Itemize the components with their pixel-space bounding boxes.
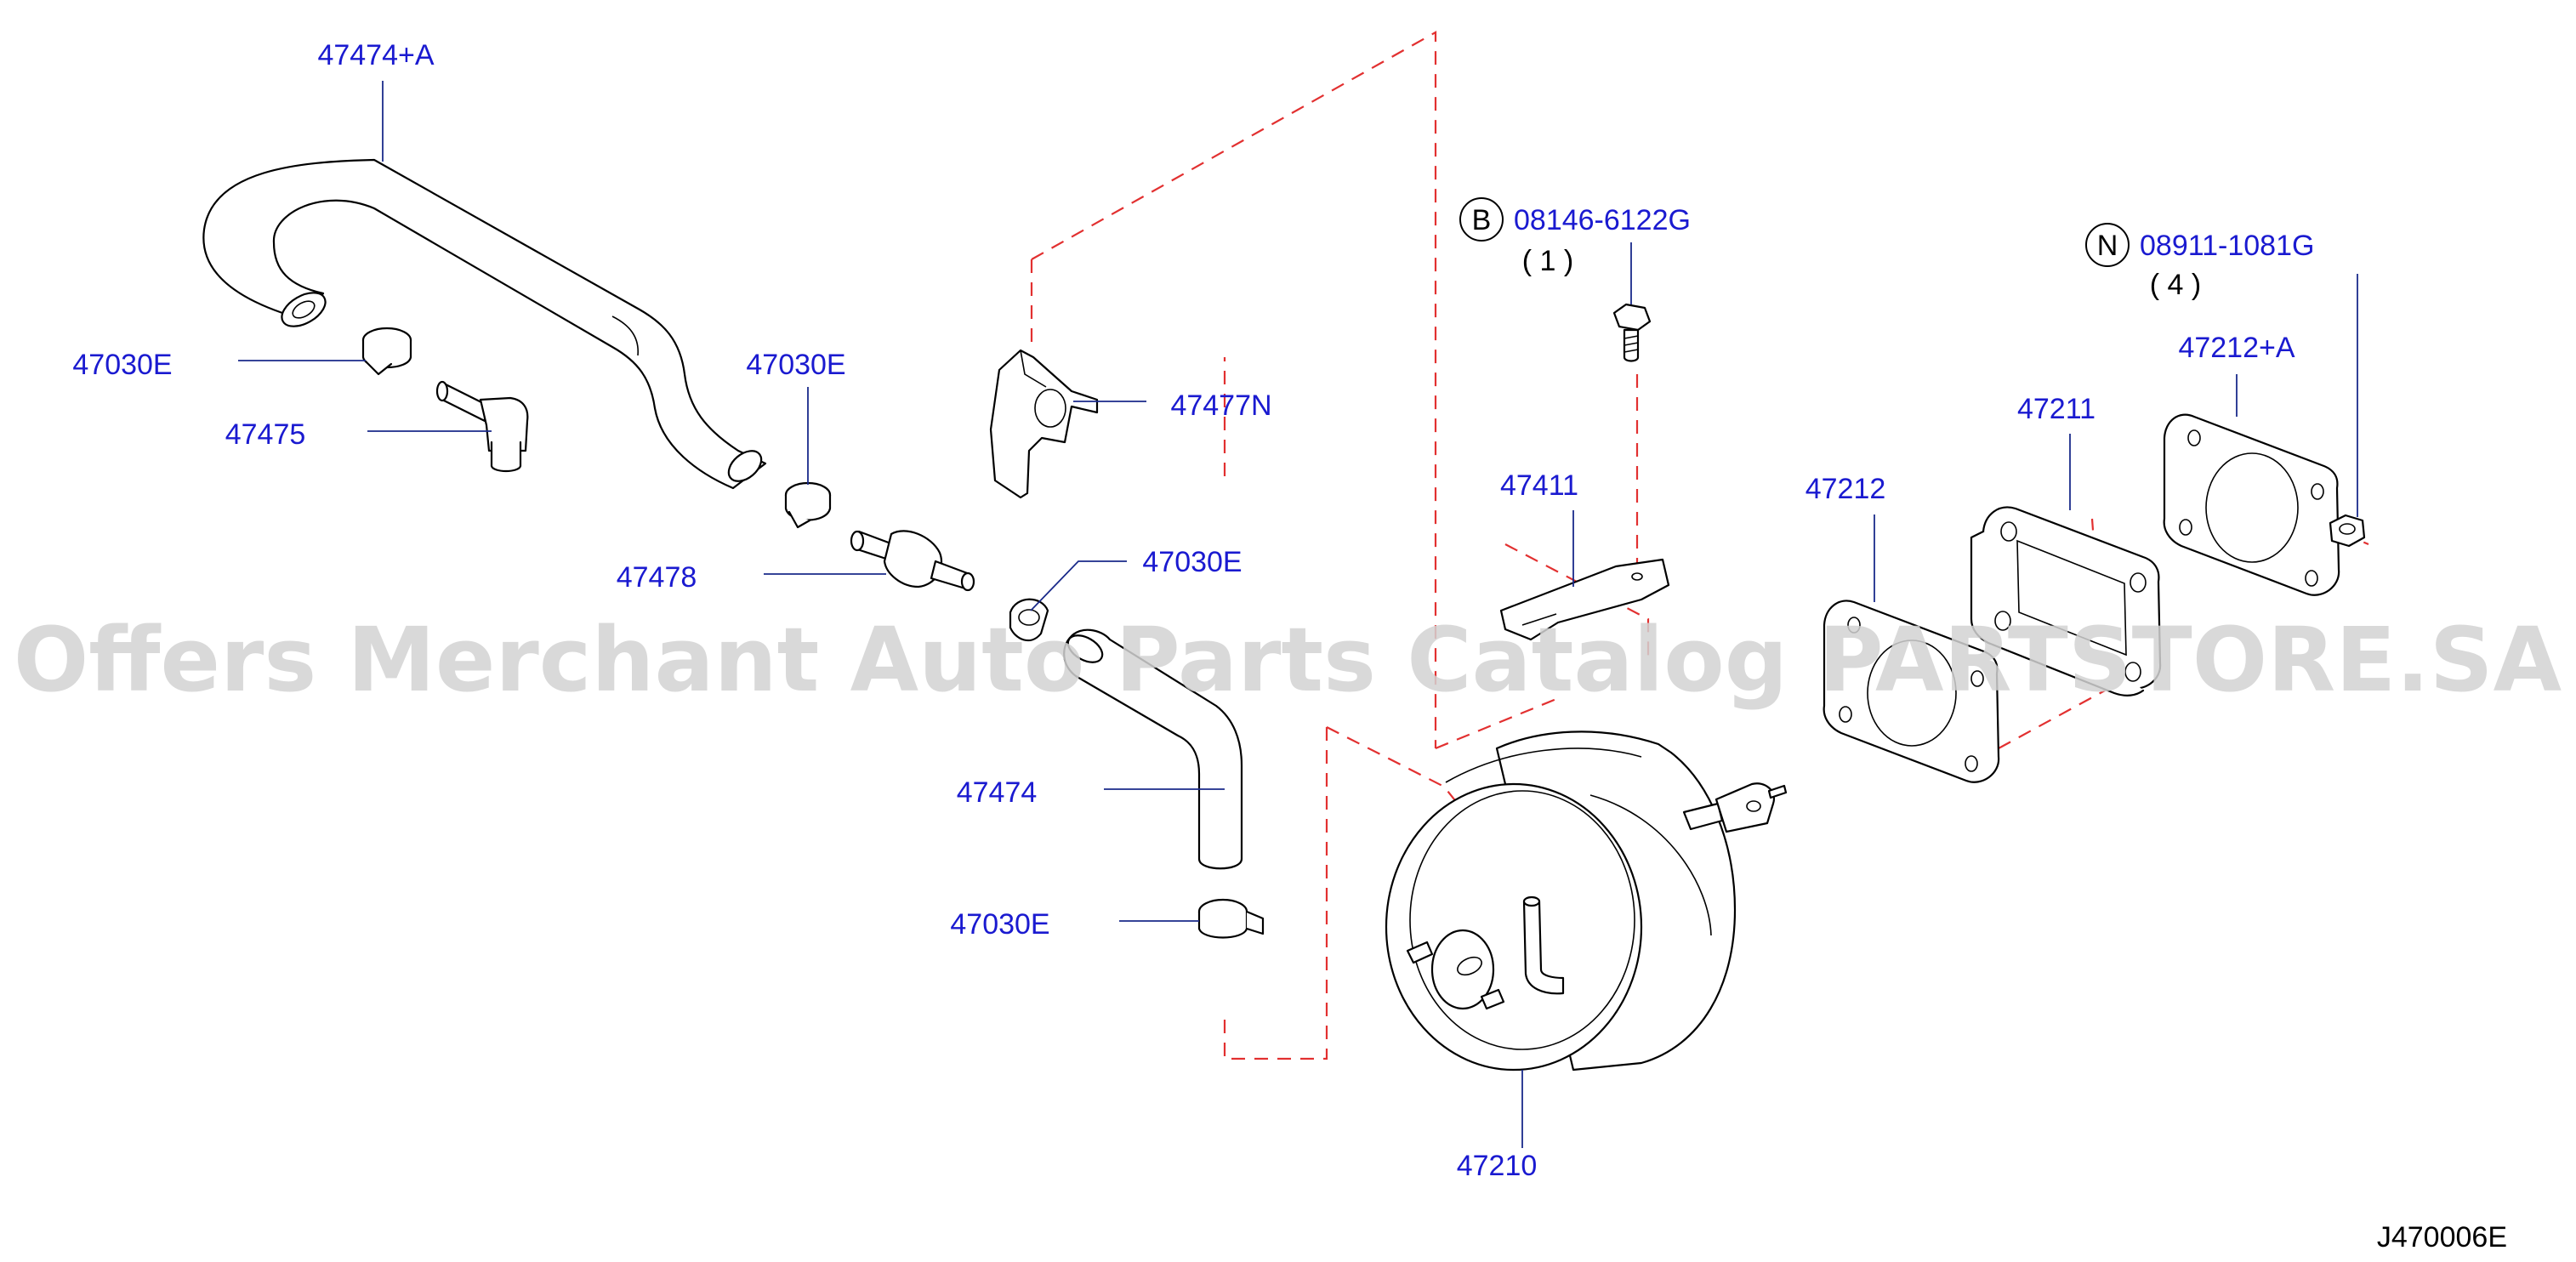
callout-label-47411[interactable]: 47411 (1500, 469, 1578, 502)
spacer-47211-drawing (1970, 506, 2162, 696)
part-labels: 47474+A 47030E 47475 47030E 47477N 47478… (72, 39, 2295, 1182)
callout-label-47477n[interactable]: 47477N (1170, 389, 1271, 422)
check-valve-47478-drawing (850, 530, 975, 592)
plate-47411-drawing (1499, 558, 1670, 641)
watermark-text: Offers Merchant Auto Parts Catalog PARTS… (14, 608, 2562, 712)
hose-clamp-2-drawing (784, 481, 832, 529)
callout-label-47211[interactable]: 47211 (2017, 393, 2095, 425)
hose-clamp-4-drawing (1197, 898, 1265, 939)
callout-label-08911-1081g[interactable]: 08911-1081G (2140, 230, 2314, 262)
fastener-callout-n: N 08911-1081G ( 4 ) (2085, 223, 2314, 301)
elbow-fitting-47475-drawing (435, 380, 529, 473)
callout-label-47474[interactable]: 47474 (957, 776, 1038, 809)
diagram-code: J470006E (2377, 1221, 2507, 1253)
gasket-47212-drawing (1823, 600, 2000, 783)
callout-label-08146-6122g[interactable]: 08146-6122G (1514, 204, 1691, 236)
callout-label-47030e-3[interactable]: 47030E (1142, 546, 1242, 578)
callout-label-47212[interactable]: 47212 (1805, 473, 1886, 505)
hose-47474-drawing (1063, 628, 1243, 870)
callout-label-47030e-4[interactable]: 47030E (950, 908, 1049, 941)
symbol-n-text: N (2097, 230, 2118, 262)
callout-label-47030e-1[interactable]: 47030E (72, 349, 172, 381)
brake-booster-47210-drawing (1385, 730, 1788, 1072)
callout-label-47474a[interactable]: 47474+A (317, 39, 434, 71)
hose-47474a-drawing (202, 158, 767, 490)
quantity-label-b: ( 1 ) (1522, 245, 1573, 277)
callout-label-47210[interactable]: 47210 (1457, 1150, 1538, 1182)
bracket-47477n-drawing (989, 349, 1099, 499)
hose-clamp-1-drawing (361, 327, 412, 376)
fastener-callout-b: B 08146-6122G ( 1 ) (1459, 197, 1691, 277)
gasket-47212a-drawing (2163, 413, 2340, 596)
callout-label-47478[interactable]: 47478 (617, 561, 697, 594)
callout-label-47212a[interactable]: 47212+A (2178, 332, 2295, 364)
symbol-b-text: B (1472, 204, 1492, 236)
nut-08911-1081g-drawing (2329, 514, 2366, 548)
symbol-b-circle (1459, 197, 1504, 242)
hose-clamp-3-drawing (1009, 598, 1049, 642)
leader-lines (238, 81, 2358, 1148)
symbol-n-circle (2085, 223, 2130, 267)
bolt-08146-6122g-drawing (1612, 303, 1652, 362)
callout-label-47030e-2[interactable]: 47030E (746, 349, 845, 381)
quantity-label-n: ( 4 ) (2150, 269, 2201, 301)
callout-label-47475[interactable]: 47475 (225, 418, 306, 451)
